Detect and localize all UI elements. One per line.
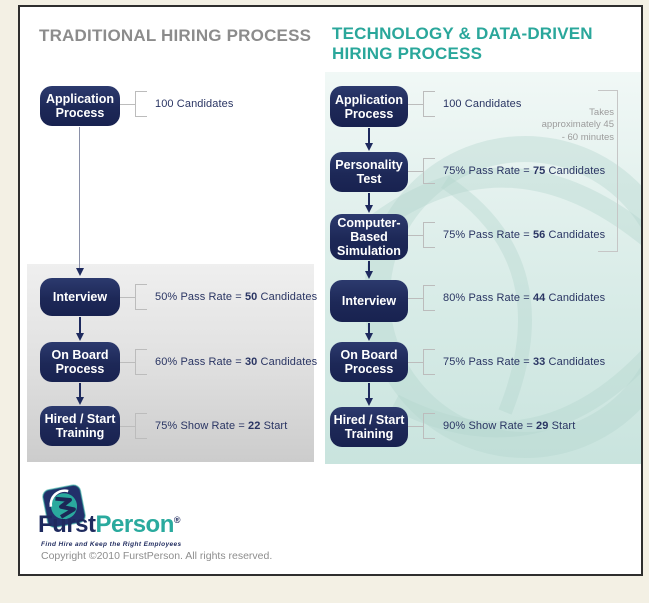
right-stat-onboard: 75% Pass Rate = 33 Candidates xyxy=(408,348,605,376)
callout-line xyxy=(120,425,135,427)
left-step-onboard-process: On Board Process xyxy=(40,342,120,382)
stat-text: 75% Pass Rate = 33 Candidates xyxy=(443,356,606,368)
callout-bracket xyxy=(423,91,435,117)
callout-line xyxy=(408,425,423,427)
left-step-hired-start-training: Hired / Start Training xyxy=(40,406,120,446)
duration-bracket xyxy=(598,90,618,252)
callout-bracket xyxy=(135,284,147,310)
stat-text: 100 Candidates xyxy=(155,98,234,110)
infographic-card: TRADITIONAL HIRING PROCESS TECHNOLOGY & … xyxy=(18,5,643,576)
stat-text: 100 Candidates xyxy=(443,98,522,110)
callout-line xyxy=(408,103,423,105)
brand-name-part2: Person xyxy=(95,511,175,538)
flow-arrow-icon xyxy=(364,383,373,406)
flow-arrow-icon xyxy=(75,383,84,405)
stat-text: 50% Pass Rate = 50 Candidates xyxy=(155,291,318,303)
right-stat-personality: 75% Pass Rate = 75 Candidates xyxy=(408,157,605,185)
flow-arrow-icon xyxy=(75,127,84,276)
left-stat-application: 100 Candidates xyxy=(120,90,233,118)
left-stat-interview: 50% Pass Rate = 50 Candidates xyxy=(120,283,317,311)
callout-line xyxy=(408,170,423,172)
callout-bracket xyxy=(135,91,147,117)
brand-name-part1: Furst xyxy=(38,511,96,538)
flow-arrow-icon xyxy=(75,317,84,341)
callout-bracket xyxy=(135,413,147,439)
stat-text: 90% Show Rate = 29 Start xyxy=(443,420,576,432)
right-stat-hired: 90% Show Rate = 29 Start xyxy=(408,412,575,440)
right-stat-application: 100 Candidates xyxy=(408,90,521,118)
right-step-onboard-process: On Board Process xyxy=(330,342,408,382)
datadriven-title: TECHNOLOGY & DATA-DRIVEN HIRING PROCESS xyxy=(332,24,593,64)
callout-bracket xyxy=(423,158,435,184)
flow-arrow-icon xyxy=(364,193,373,213)
callout-bracket xyxy=(423,349,435,375)
callout-bracket xyxy=(423,285,435,311)
right-step-interview: Interview xyxy=(330,280,408,322)
callout-line xyxy=(408,361,423,363)
flow-arrow-icon xyxy=(364,128,373,151)
right-step-personality-test: Personality Test xyxy=(330,152,408,192)
callout-line xyxy=(120,103,135,105)
flow-arrow-icon xyxy=(364,261,373,279)
left-stat-hired: 75% Show Rate = 22 Start xyxy=(120,412,287,440)
traditional-title: TRADITIONAL HIRING PROCESS xyxy=(39,26,312,45)
right-step-computer-based-simulation: Computer-Based Simulation xyxy=(330,214,408,260)
callout-line xyxy=(408,234,423,236)
stat-text: 80% Pass Rate = 44 Candidates xyxy=(443,292,606,304)
brand-wordmark: FurstPerson® xyxy=(38,511,181,539)
left-stat-onboard: 60% Pass Rate = 30 Candidates xyxy=(120,348,317,376)
stat-text: 75% Pass Rate = 75 Candidates xyxy=(443,165,606,177)
stat-text: 60% Pass Rate = 30 Candidates xyxy=(155,356,318,368)
callout-line xyxy=(120,296,135,298)
left-step-application-process: Application Process xyxy=(40,86,120,126)
callout-bracket xyxy=(423,413,435,439)
flow-arrow-icon xyxy=(364,323,373,341)
callout-line xyxy=(408,297,423,299)
right-stat-simulation: 75% Pass Rate = 56 Candidates xyxy=(408,221,605,249)
stat-text: 75% Show Rate = 22 Start xyxy=(155,420,288,432)
left-step-interview: Interview xyxy=(40,278,120,316)
furstperson-logo-icon xyxy=(42,484,86,529)
right-stat-interview: 80% Pass Rate = 44 Candidates xyxy=(408,284,605,312)
stat-text: 75% Pass Rate = 56 Candidates xyxy=(443,229,606,241)
callout-line xyxy=(120,361,135,363)
brand-tagline: Find Hire and Keep the Right Employees xyxy=(41,541,182,548)
registered-trademark-symbol: ® xyxy=(173,515,181,525)
right-step-application-process: Application Process xyxy=(330,86,408,127)
callout-bracket xyxy=(423,222,435,248)
copyright-text: Copyright ©2010 FurstPerson. All rights … xyxy=(41,550,273,562)
right-step-hired-start-training: Hired / Start Training xyxy=(330,407,408,447)
duration-note: Takes approximately 45 - 60 minutes xyxy=(541,107,614,143)
callout-bracket xyxy=(135,349,147,375)
